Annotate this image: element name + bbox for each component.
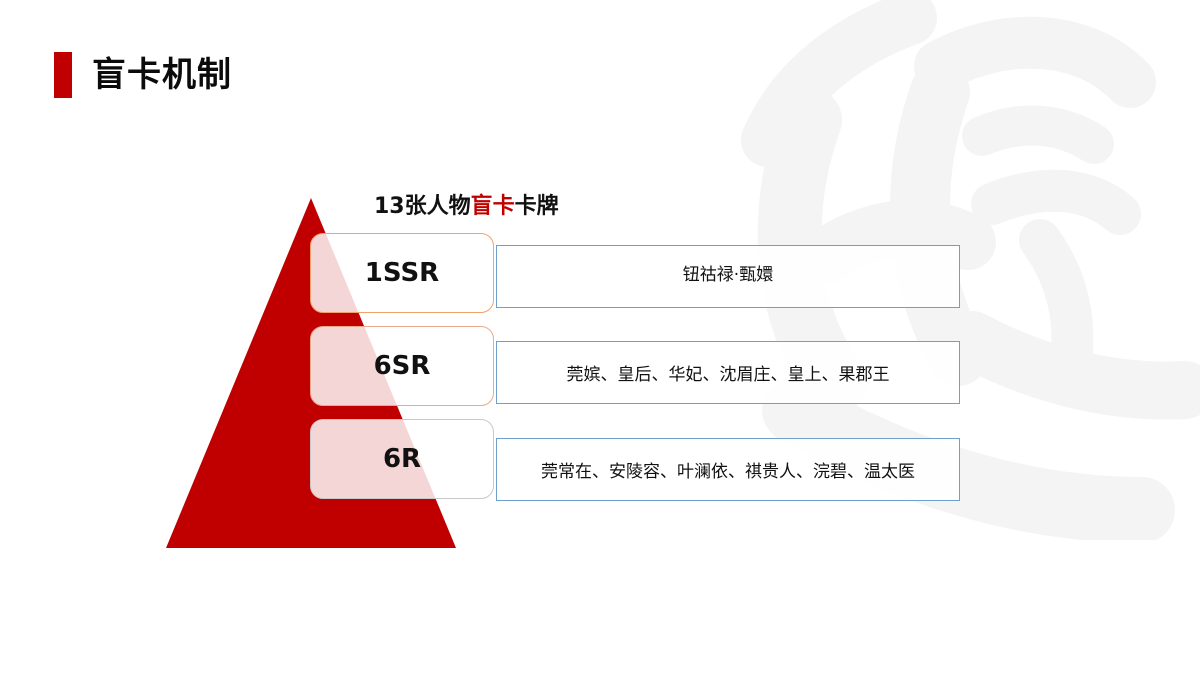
tier-members-ssr: 钮祜禄·甄嬛	[496, 245, 960, 308]
tier-label-sr: 6SR	[310, 326, 494, 406]
tier-members-sr: 莞嫔、皇后、华妃、沈眉庄、皇上、果郡王	[496, 341, 960, 404]
heading-prefix: 13张人物	[374, 194, 471, 219]
page-title: 盲卡机制	[92, 55, 232, 95]
title-accent-bar	[54, 52, 72, 98]
diagram-heading: 13张人物盲卡卡牌	[374, 190, 559, 224]
heading-accent: 盲卡	[470, 194, 515, 219]
tier-label-ssr: 1SSR	[310, 233, 494, 313]
heading-suffix: 卡牌	[514, 194, 559, 219]
tier-members-r: 莞常在、安陵容、叶澜依、祺贵人、浣碧、温太医	[496, 438, 960, 501]
tier-label-r: 6R	[310, 419, 494, 499]
